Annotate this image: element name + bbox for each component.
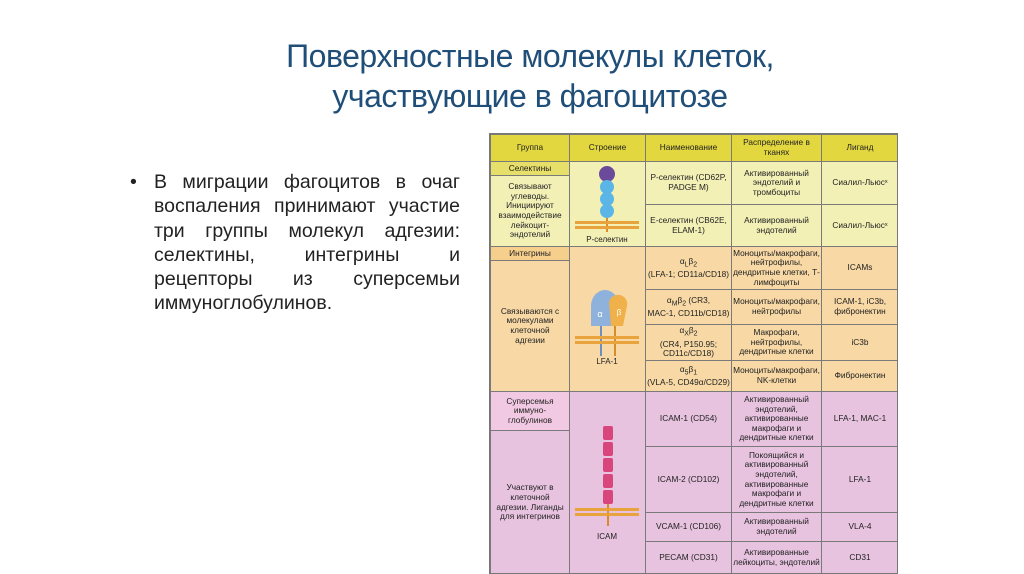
row-name: ICAM-1 (CD54) [645, 391, 732, 447]
row-distribution: Моноциты/макрофаги, NK-клетки [731, 360, 822, 392]
row-ligand: ICAMs [821, 246, 897, 290]
row-ligand: iC3b [821, 324, 897, 361]
row-name: Р-селектин (CD62P, PADGE M) [645, 161, 732, 205]
row-distribution: Активированный эндотелий [731, 512, 822, 542]
group-label-integrins: Интегрины [490, 246, 570, 261]
row-distribution: Активированный эндотелий [731, 204, 822, 247]
title-line-1: Поверхностные молекулы клеток, [286, 38, 774, 74]
row-name: ICAM-2 (CD102) [645, 446, 732, 513]
icam-diagram: ICAM [575, 426, 639, 541]
group-label-selectins: Селектины [490, 161, 570, 176]
lfa1-diagram: α β LFA-1 [575, 290, 639, 366]
row-ligand: Сиалил-Льюсˣ [821, 204, 897, 247]
slide-title: Поверхностные молекулы клеток, участвующ… [200, 36, 860, 116]
row-ligand: LFA-1 [821, 446, 897, 513]
header-name: Наименование [645, 134, 732, 162]
row-name: VCAM-1 (CD106) [645, 512, 732, 542]
row-distribution: Макрофаги, нейтрофилы, дендритные клетки [731, 324, 822, 361]
header-distribution: Распределение в тканях [731, 134, 822, 162]
header-ligand: Лиганд [821, 134, 897, 162]
bullet-text: В миграции фагоцитов в очаг воспаления п… [154, 171, 460, 315]
row-name: αMβ2 (CR3,MAC-1, CD11b/CD18) [645, 289, 732, 325]
row-ligand: Фибронектин [821, 360, 897, 392]
row-distribution: Активированный эндотелий и тромбоциты [731, 161, 822, 205]
row-ligand: Сиалил-Льюсˣ [821, 161, 897, 205]
p-selectin-diagram: Р-селектин [575, 166, 639, 244]
structure-label-selectin: Р-селектин [586, 235, 627, 244]
group-desc-integrins: Связываются с молекулами клеточной адгез… [490, 260, 570, 392]
row-name: PECAM (CD31) [645, 541, 732, 573]
row-ligand: LFA-1, MAC-1 [821, 391, 897, 447]
bullet-marker: • [130, 171, 137, 193]
row-ligand: CD31 [821, 541, 897, 573]
alpha-label: α [597, 309, 602, 319]
row-distribution: Покоящийся и активированный эндотелий, а… [731, 446, 822, 513]
row-ligand: VLA-4 [821, 512, 897, 542]
row-distribution: Активированный эндотелий, активированные… [731, 391, 822, 447]
title-line-2: участвующие в фагоцитозе [332, 78, 728, 114]
row-name: αXβ2(CR4, P150.95;CD11c/CD18) [645, 324, 732, 361]
adhesion-molecules-table: Группа Строение Наименование Распределен… [489, 133, 898, 574]
row-distribution: Моноциты/макрофаги, нейтрофилы, дендритн… [731, 246, 822, 290]
row-name: Е-селектин (CB62E, ELAM-1) [645, 204, 732, 247]
header-group: Группа [490, 134, 570, 162]
structure-label-integrin: LFA-1 [596, 357, 618, 366]
row-ligand: ICAM-1, iC3b, фибронектин [821, 289, 897, 325]
row-distribution: Активированные лейкоциты, эндотелий [731, 541, 822, 573]
group-desc-selectins: Связывают углеводы. Инициируют взаимодей… [490, 175, 570, 247]
structure-illustrations: Р-селектин α β LFA-1 ICAM [575, 166, 639, 541]
group-desc-igsf: Участвуют в клеточной адгезии. Лиганды д… [490, 430, 570, 573]
row-name: αLβ2(LFA-1; CD11a/CD18) [645, 246, 732, 290]
structure-label-igsf: ICAM [597, 532, 617, 541]
beta-label: β [617, 308, 622, 317]
row-distribution: Моноциты/макрофаги, нейтрофилы [731, 289, 822, 325]
group-label-igsf: Суперсемья иммуно-глобулинов [490, 391, 570, 431]
row-name: α5β1(VLA-5, CD49α/CD29) [645, 360, 732, 392]
